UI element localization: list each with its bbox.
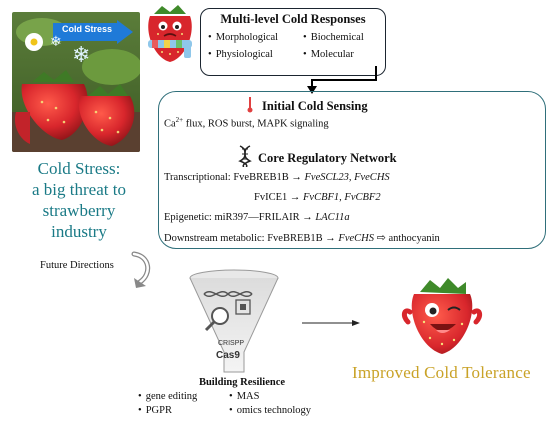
epigenetic-prefix: Epigenetic: miR397—FRILAIR → (164, 212, 316, 223)
downstream-prefix: Downstream metabolic: FveBREB1B → (164, 233, 339, 244)
caption-line: strawberry (42, 201, 116, 220)
future-directions-label: Future Directions (40, 260, 114, 271)
cold-strawberry-mascot-icon (142, 2, 198, 64)
dna-icon (238, 145, 252, 168)
snowflake-icon: ❄ (50, 34, 62, 50)
fvice1-targets: FvCBF1, FvCBF2 (303, 192, 381, 203)
curved-arrow-icon (130, 250, 160, 290)
improved-cold-tolerance-label: Improved Cold Tolerance (352, 363, 531, 382)
cold-stress-label: Cold Stress (62, 24, 113, 34)
response-item: Biochemical (303, 32, 364, 43)
sensing-text-charge: 2+ (175, 116, 184, 124)
resilience-item: omics technology (229, 405, 311, 416)
fvice1-prefix: FvICE1 → (254, 192, 304, 203)
cold-stress-caption: Cold Stress: a big threat to strawberry … (14, 158, 144, 242)
resilience-item: gene editing (138, 391, 198, 402)
sensing-text-ca: Ca (164, 118, 176, 130)
svg-text:❄: ❄ (72, 43, 90, 68)
initial-cold-sensing-title: Initial Cold Sensing (262, 99, 368, 113)
response-item: Molecular (303, 49, 354, 60)
downstream-target: FveCHS (338, 233, 374, 244)
caption-line: industry (51, 222, 107, 241)
caption-line: Cold Stress: (37, 159, 121, 178)
cas9-label: Cas9 (216, 350, 240, 361)
result-arrow (302, 316, 362, 328)
hollow-arrow-icon: ⇨ (376, 231, 386, 244)
response-item: Morphological (208, 32, 278, 43)
multi-level-responses-title: Multi-level Cold Responses (220, 12, 366, 26)
core-regulatory-network-title: Core Regulatory Network (258, 151, 397, 165)
thermometer-icon (246, 97, 254, 113)
transcriptional-line: Transcriptional: FveBREB1B → FveSCL23, F… (164, 172, 390, 183)
regulatory-network-box (158, 91, 546, 249)
transcriptional-prefix: Transcriptional: FveBREB1B → (164, 172, 305, 183)
flow-arrow (280, 66, 400, 96)
happy-strawberry-icon (400, 272, 484, 356)
epigenetic-target: LAC11a (315, 212, 350, 223)
fvice1-line: FvICE1 → FvCBF1, FvCBF2 (254, 192, 381, 203)
multi-level-responses-box (200, 8, 386, 76)
crispp-label: CRISPP (218, 340, 245, 347)
cold-stress-tag (53, 20, 133, 44)
downstream-product: anthocyanin (388, 233, 440, 244)
transcriptional-targets: FveSCL23, FveCHS (304, 172, 390, 183)
crispr-funnel (186, 268, 282, 376)
downstream-line: Downstream metabolic: FveBREB1B → FveCHS… (164, 231, 440, 244)
sensing-text-rest: flux, ROS burst, MAPK signaling (183, 118, 329, 130)
epigenetic-line: Epigenetic: miR397—FRILAIR → LAC11a (164, 212, 350, 223)
response-item: Physiological (208, 49, 273, 60)
resilience-item: PGPR (138, 405, 172, 416)
building-resilience-title: Building Resilience (198, 377, 286, 388)
resilience-item: MAS (229, 391, 260, 402)
sensing-description: Ca2+ flux, ROS burst, MAPK signaling (164, 116, 329, 130)
caption-line: a big threat to (32, 180, 126, 199)
